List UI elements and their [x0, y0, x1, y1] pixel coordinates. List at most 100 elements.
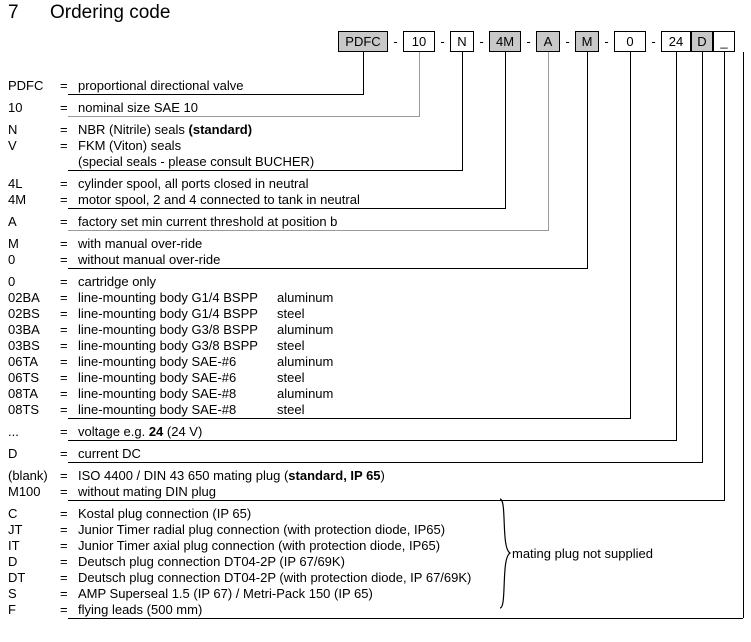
code-box: _: [713, 31, 735, 52]
legend-equals: =: [60, 290, 68, 305]
code-box: A: [536, 31, 560, 52]
mating-plug-brace: [498, 498, 518, 609]
leader-vertical-line: [462, 52, 463, 170]
leader-underline: [68, 116, 420, 117]
legend-equals: =: [60, 522, 68, 537]
legend-equals: =: [60, 424, 68, 439]
legend-row: D=Deutsch plug connection DT04-2P (IP 67…: [0, 554, 751, 570]
legend-code: 06TA: [8, 354, 39, 369]
leader-underline: [68, 462, 703, 463]
legend-description: proportional directional valve: [78, 78, 244, 93]
legend-row: V=FKM (Viton) seals: [0, 138, 751, 154]
legend-description: line-mounting body G1/4 BSPP: [78, 290, 258, 305]
legend-row: DT=Deutsch plug connection DT04-2P (with…: [0, 570, 751, 586]
legend-row: 0=without manual over-ride: [0, 252, 751, 268]
leader-underline: [68, 440, 677, 441]
legend-material: aluminum: [277, 386, 334, 401]
legend-equals: =: [60, 338, 68, 353]
legend-description: line-mounting body SAE-#6: [78, 354, 237, 369]
legend-description: flying leads (500 mm): [78, 602, 203, 617]
leader-vertical-line: [630, 52, 631, 418]
legend-equals: =: [60, 468, 68, 483]
legend-row: JT = Junior Timer radial plug connection (…: [0, 522, 751, 538]
legend-code: D: [8, 554, 18, 569]
legend-description: Kostal plug connection (IP 65): [78, 506, 252, 521]
legend-description: AMP Superseal 1.5 (IP 67) / Metri-Pack 1…: [78, 586, 373, 601]
leader-vertical-line: [505, 52, 506, 208]
legend-description: motor spool, 2 and 4 connected to tank i…: [78, 192, 360, 207]
leader-vertical-line: [587, 52, 588, 268]
legend-material: steel: [277, 306, 305, 321]
legend-material: steel: [277, 402, 305, 417]
legend-row: 10=nominal size SAE 10: [0, 100, 751, 116]
legend-description: cartridge only: [78, 274, 157, 289]
page-title: 7 Ordering code: [8, 2, 170, 24]
code-box: 0: [614, 31, 646, 52]
legend-row: M100 = without mating DIN plug: [0, 484, 751, 500]
legend-code: JT: [8, 522, 23, 537]
legend-equals: =: [60, 214, 68, 229]
legend-code: M: [8, 236, 19, 251]
legend-equals: =: [60, 570, 68, 585]
leader-vertical-line: [419, 52, 420, 116]
legend-material: aluminum: [277, 322, 334, 337]
legend-code: D: [8, 446, 18, 461]
legend-row: 4L=cylinder spool, all ports closed in n…: [0, 176, 751, 192]
code-separator: -: [565, 34, 570, 49]
legend-code: PDFC: [8, 78, 44, 93]
legend-code: 06TS: [8, 370, 40, 385]
section-number: 7: [8, 2, 19, 23]
legend-equals: =: [60, 602, 68, 617]
code-box: N: [450, 31, 474, 52]
legend-equals: =: [60, 446, 68, 461]
legend-row: M=with manual over-ride: [0, 236, 751, 252]
legend-description: factory set min current threshold at pos…: [78, 214, 338, 229]
legend-equals: =: [60, 386, 68, 401]
legend-equals: =: [60, 484, 68, 499]
legend-description: Deutsch plug connection DT04-2P (IP 67/6…: [78, 554, 345, 569]
legend-row: (blank)=ISO 4400 / DIN 43 650 mating plu…: [0, 468, 751, 484]
legend-equals: =: [60, 274, 68, 289]
legend-row: 08TA = line-mounting body SAE-#8 aluminum: [0, 386, 751, 402]
legend-code: M100: [8, 484, 41, 499]
legend-code: 08TA: [8, 386, 39, 401]
legend-description: without mating DIN plug: [78, 484, 217, 499]
legend-description: nominal size SAE 10: [78, 100, 198, 115]
leader-underline: [68, 230, 549, 231]
legend-description: line-mounting body SAE-#8: [78, 386, 237, 401]
legend-description: line-mounting body SAE-#8: [78, 402, 237, 417]
legend-code: C: [8, 506, 18, 521]
legend-description: ISO 4400 / DIN 43 650 mating plug (stand…: [78, 468, 385, 483]
legend-row: (special seals - please consult BUCHER): [0, 154, 751, 170]
legend-equals: =: [60, 138, 68, 153]
legend-code: 10: [8, 100, 23, 115]
legend-code: IT: [8, 538, 20, 553]
legend-code: F: [8, 602, 16, 617]
code-box: 4M: [489, 31, 521, 52]
legend-code: 0: [8, 252, 16, 267]
leader-underline: [68, 500, 725, 501]
legend-equals: =: [60, 176, 68, 191]
legend-description: (special seals - please consult BUCHER): [78, 154, 315, 169]
legend-equals: =: [60, 354, 68, 369]
legend-description: Junior Timer radial plug connection (wit…: [78, 522, 446, 537]
legend-equals: =: [60, 236, 68, 251]
legend-description: line-mounting body G3/8 BSPP: [78, 322, 258, 337]
legend-equals: =: [60, 192, 68, 207]
legend-row: 4M = motor spool, 2 and 4 connected to tan…: [0, 192, 751, 208]
legend-equals: =: [60, 370, 68, 385]
legend-code: 4M: [8, 192, 27, 207]
code-box: D: [691, 31, 713, 52]
legend-description: line-mounting body SAE-#6: [78, 370, 237, 385]
code-separator: -: [651, 34, 656, 49]
legend-row: PDFC=proportional directional valve: [0, 78, 751, 94]
legend-material: aluminum: [277, 290, 334, 305]
legend-equals: =: [60, 122, 68, 137]
legend-code: S: [8, 586, 17, 601]
